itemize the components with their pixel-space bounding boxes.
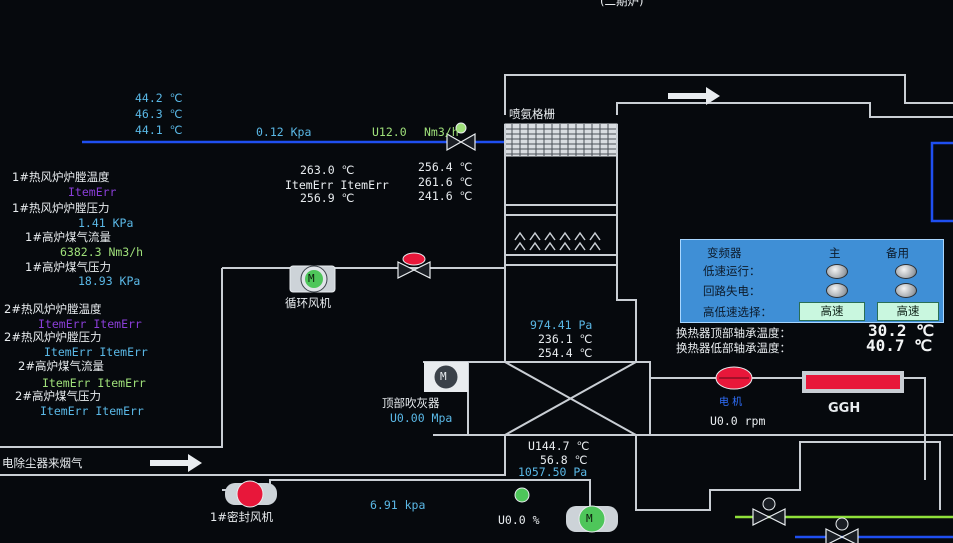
furnace1-gas-press-value: 18.93 KPa <box>78 274 141 288</box>
bearing-top-value: 30.2 ℃ <box>868 321 935 340</box>
mid-temp-1: 263.0 ℃ <box>300 163 355 177</box>
vfd-row-select: 高低速选择： <box>703 305 772 319</box>
flow-arrows <box>150 87 720 472</box>
furnace2-wall-press-value: ItemErr ItemErr <box>44 345 148 359</box>
header-title: (二期炉) <box>600 0 644 8</box>
temp-reading-3: 44.1 ℃ <box>135 123 183 137</box>
mid-temp-3: 256.9 ℃ <box>300 191 355 205</box>
soot-blower-label: 顶部吹灰器 <box>382 396 440 410</box>
soot-blower-motor-label: M <box>440 370 447 383</box>
valve-bottom-2[interactable] <box>825 517 859 543</box>
seal-fan-icon[interactable] <box>225 480 277 508</box>
power-loss-main-lamp <box>826 283 848 298</box>
outlet-temp-2: 56.8 ℃ <box>540 453 588 467</box>
speed-select-backup-button[interactable]: 高速 <box>877 302 939 321</box>
bottom-fan-motor-label: M <box>586 512 593 525</box>
ggh-motor-icon[interactable] <box>715 366 753 390</box>
heat-exchanger-x <box>504 361 637 436</box>
reactor-pressure: 974.41 Pa <box>530 318 593 332</box>
soot-blower-icon[interactable] <box>424 362 468 392</box>
bearing-top-label: 换热器顶部轴承温度： <box>676 326 791 340</box>
vfd-col-backup: 备用 <box>886 246 909 260</box>
vfd-row-power-loss: 回路失电： <box>703 284 761 298</box>
temp-reading-2: 46.3 ℃ <box>135 107 183 121</box>
vfd-col-main: 主 <box>829 246 841 260</box>
ggh-status-bar <box>802 371 904 393</box>
circulation-fan-icon[interactable] <box>289 265 336 293</box>
valve-inlet[interactable] <box>446 122 476 152</box>
inlet-flow-unit: Nm3/h <box>424 125 459 139</box>
outlet-temp-1: U144.7 ℃ <box>528 439 590 453</box>
bearing-bottom-value: 40.7 ℃ <box>866 336 933 355</box>
valve-bottom[interactable] <box>752 497 786 526</box>
furnace2-gas-flow-value: ItemErr ItemErr <box>42 376 146 390</box>
bottom-fan-value: U0.0 % <box>498 513 540 527</box>
soot-blower-pressure: U0.00 Mpa <box>390 411 453 425</box>
furnace1-gas-flow-label: 1#高炉煤气流量 <box>25 230 111 244</box>
furnace2-gas-press-value: ItemErr ItemErr <box>40 404 144 418</box>
furnace1-wall-press-label: 1#热风炉炉膛压力 <box>12 201 110 215</box>
ammonia-grid <box>504 123 618 157</box>
mid-temp-4: 256.4 ℃ <box>418 160 473 174</box>
furnace1-wall-temp-label: 1#热风炉炉膛温度 <box>12 170 110 184</box>
reactor-temp-1: 236.1 ℃ <box>538 332 593 346</box>
bottom-fan-icon[interactable] <box>514 487 618 533</box>
speed-select-main-button[interactable]: 高速 <box>799 302 865 321</box>
furnace2-gas-flow-label: 2#高炉煤气流量 <box>18 359 104 373</box>
outlet-pressure: 1057.50 Pa <box>518 465 588 479</box>
valve-recirc[interactable] <box>397 252 431 279</box>
reactor-temp-2: 254.4 ℃ <box>538 346 593 360</box>
inlet-pressure: 0.12 Kpa <box>256 125 312 139</box>
circulation-fan-label: 循环风机 <box>285 296 331 310</box>
dust-inlet-label: 电除尘器来烟气 <box>2 456 83 470</box>
power-loss-backup-lamp <box>895 283 917 298</box>
furnace1-wall-temp-value: ItemErr <box>68 185 117 199</box>
vfd-row-low-speed: 低速运行： <box>703 264 761 278</box>
furnace2-wall-temp-value: ItemErr ItemErr <box>38 317 142 331</box>
furnace2-wall-temp-label: 2#热风炉炉膛温度 <box>4 302 102 316</box>
ggh-motor-label: 电 机 <box>719 397 743 408</box>
temp-reading-1: 44.2 ℃ <box>135 91 183 105</box>
mid-temp-2: ItemErr ItemErr <box>285 178 389 192</box>
inlet-valve-position: U12.0 <box>372 125 407 139</box>
seal-fan-pressure: 6.91 kpa <box>370 498 426 512</box>
furnace1-gas-flow-value: 6382.3 Nm3/h <box>60 245 144 259</box>
furnace1-gas-press-label: 1#高炉煤气压力 <box>25 260 111 274</box>
low-speed-main-lamp <box>826 264 848 279</box>
vfd-panel: 变频器 主 备用 低速运行： 回路失电： 高低速选择： 高速 高速 <box>680 239 944 323</box>
mid-temp-6: 241.6 ℃ <box>418 189 473 203</box>
vfd-header: 变频器 <box>707 246 742 260</box>
furnace2-wall-press-label: 2#热风炉炉膛压力 <box>4 330 102 344</box>
ggh-label: GGH <box>828 401 861 416</box>
furnace1-wall-press-value: 1.41 KPa <box>78 216 134 230</box>
low-speed-backup-lamp <box>895 264 917 279</box>
bearing-bottom-label: 换热器低部轴承温度： <box>676 341 791 355</box>
ammonia-grid-label: 喷氨格栅 <box>509 107 555 121</box>
mid-temp-5: 261.6 ℃ <box>418 175 473 189</box>
circulation-fan-motor-label: M <box>308 272 315 285</box>
ggh-speed: U0.0 rpm <box>710 414 766 428</box>
furnace2-gas-press-label: 2#高炉煤气压力 <box>15 389 101 403</box>
seal-fan-label: 1#密封风机 <box>210 510 273 524</box>
